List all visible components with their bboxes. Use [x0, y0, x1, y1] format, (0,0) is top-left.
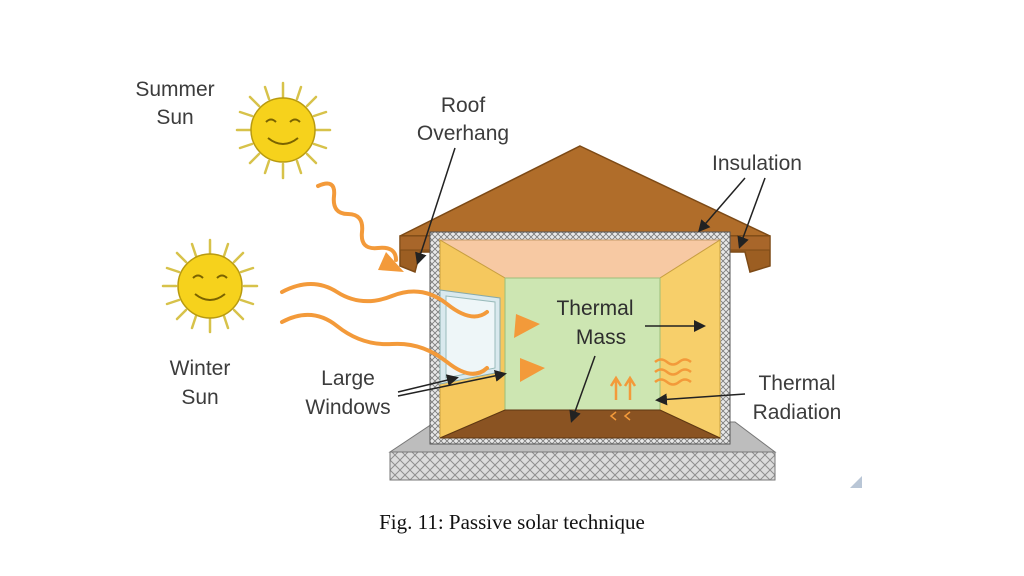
- summer-sun-ray-arrow: [316, 181, 404, 272]
- winter-sun-label-line2: Sun: [181, 386, 218, 409]
- winter-sun-icon: [161, 238, 259, 334]
- winter-sun-ray-arrows: [280, 282, 545, 382]
- figure-caption: Fig. 11: Passive solar technique: [379, 510, 645, 534]
- insulation-label: Insulation: [712, 152, 802, 175]
- leader-lines: [397, 147, 766, 423]
- large-windows-label-line2: Windows: [305, 396, 390, 419]
- summer-sun-label-line1: Summer: [135, 78, 214, 101]
- thermal-radiation-label-line1: Thermal: [758, 372, 835, 395]
- house-body: [429, 231, 731, 445]
- thermal-mass-label-line2: Mass: [576, 326, 626, 349]
- large-windows-label-line1: Large: [321, 367, 375, 390]
- summer-sun-icon: [235, 81, 332, 180]
- thermal-radiation-label-line2: Radiation: [753, 401, 842, 424]
- roof-overhang-label-line2: Overhang: [417, 122, 509, 145]
- thermal-mass-label-line1: Thermal: [556, 297, 633, 320]
- summer-sun-label-line2: Sun: [156, 106, 193, 129]
- roof-overhang-label-line1: Roof: [441, 94, 486, 117]
- resize-corner-icon: [850, 476, 862, 488]
- winter-sun-label-line1: Winter: [170, 357, 231, 380]
